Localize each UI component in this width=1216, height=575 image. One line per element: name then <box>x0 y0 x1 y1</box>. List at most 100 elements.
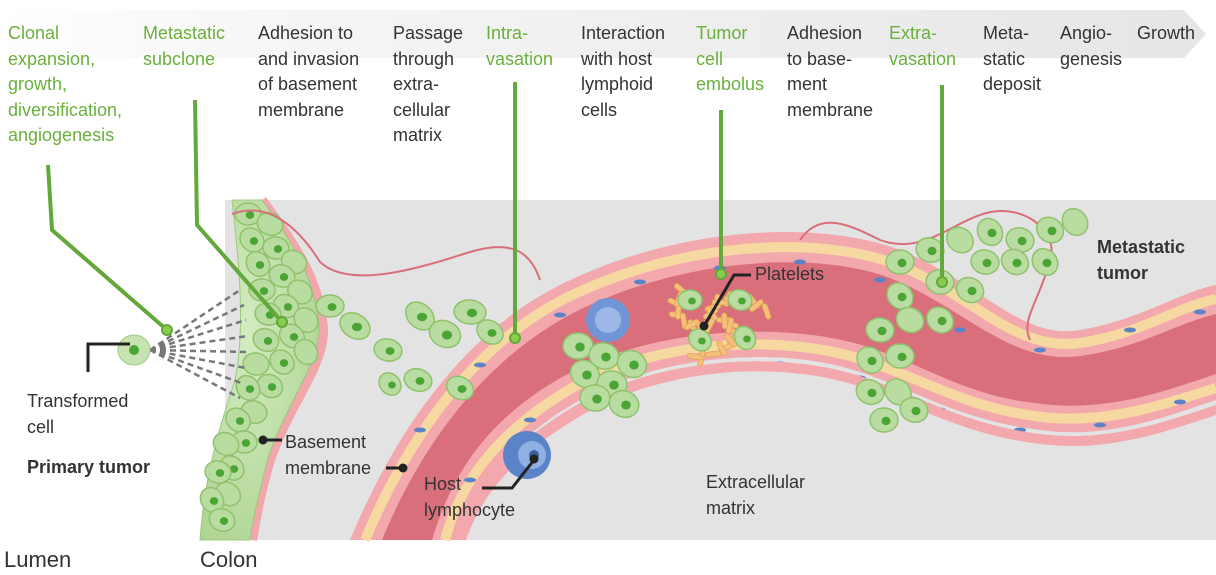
tumor-cell <box>225 407 251 433</box>
tumor-cell <box>885 343 915 369</box>
label-extracellular-matrix: Extracellular matrix <box>706 472 806 518</box>
endothelial-nucleus <box>874 277 886 283</box>
tumor-cell <box>339 312 371 340</box>
platelet <box>724 333 738 348</box>
leader-endpoints <box>161 268 948 344</box>
tumor-cell <box>926 306 954 334</box>
platelet <box>686 352 704 361</box>
transformed-cell <box>117 334 151 366</box>
leader-host-lymphocyte <box>482 459 536 490</box>
step-leader-lines <box>46 82 944 336</box>
tumor-cell <box>428 319 462 349</box>
tumor-cell <box>976 217 1004 247</box>
tumor-cell <box>378 372 402 396</box>
platelet <box>721 312 728 330</box>
migrating-tumor-cells <box>315 294 504 401</box>
label-leader-dots <box>258 321 709 473</box>
tumor-cell <box>895 306 925 334</box>
platelet <box>761 303 772 320</box>
tumor-cell <box>404 301 436 331</box>
progression-arrow <box>0 10 1206 58</box>
platelet <box>749 299 764 312</box>
tumor-cell <box>234 202 262 226</box>
tumor-cell <box>855 378 885 406</box>
endothelial-nucleus <box>1094 422 1106 428</box>
endothelial-nucleus <box>634 279 646 285</box>
tumor-cell <box>856 346 884 374</box>
endothelial-nucleus <box>524 417 536 423</box>
endothelial-nucleus <box>954 327 966 333</box>
tumor-cell <box>453 299 487 325</box>
tumor-cell <box>955 276 985 304</box>
tumor-cell <box>885 249 915 275</box>
tumor-cell <box>245 250 271 278</box>
tumor-cell <box>608 389 640 419</box>
endothelial-nucleus <box>464 477 476 483</box>
tumor-cell <box>970 249 1000 275</box>
platelet <box>684 319 700 331</box>
step-clonal-expansion: Clonal expansion, growth, diversificatio… <box>8 23 123 145</box>
tumor-cell <box>256 373 284 399</box>
tumor-cell <box>242 352 270 376</box>
tumor-cell <box>945 226 975 254</box>
step-extravasation: Extra- vasation <box>889 23 957 69</box>
tumor-cell <box>1031 248 1059 276</box>
step-metastatic-subclone: Metastatic subclone <box>143 23 226 69</box>
tumor-cell <box>733 325 757 351</box>
endothelial-nucleus <box>1124 327 1136 333</box>
tumor-cell <box>293 338 319 366</box>
tumor-cell <box>1035 216 1065 244</box>
label-transformed-cell: Transformed cell <box>27 391 129 437</box>
endothelial-nucleus <box>474 362 486 368</box>
leader-metastatic-subclone <box>193 99 284 324</box>
metastatic-tumor-cells <box>855 207 1089 433</box>
label-metastatic-tumor: Metastatic tumor <box>1097 237 1186 283</box>
tumor-cell <box>235 374 261 402</box>
step-angiogenesis: Angio- genesis <box>1060 23 1123 69</box>
step-adhesion-invasion: Adhesion to and invasion of basement mem… <box>258 23 360 120</box>
leader-transformed-cell <box>86 342 130 372</box>
tumor-cell <box>1061 207 1089 237</box>
label-colon: Colon <box>200 547 258 572</box>
label-primary-tumor: Primary tumor <box>27 457 151 477</box>
vessel-basement-band-top <box>360 242 1216 542</box>
lymphocyte-in-vessel <box>586 298 630 342</box>
tumor-cell <box>252 327 280 353</box>
tumor-cell <box>869 407 899 433</box>
step-intravasation: Intra- vasation <box>486 23 554 69</box>
tumor-cell <box>208 507 236 533</box>
step-adhesion-basement: Adhesion to base- ment membrane <box>787 23 874 120</box>
tumor-cell <box>212 431 240 457</box>
tumor-cell <box>688 328 712 352</box>
leader-clonal <box>46 164 169 332</box>
tumor-cell <box>315 294 345 318</box>
endothelial-nucleus <box>554 312 566 318</box>
tumor-cell <box>262 236 290 260</box>
tumor-embolus <box>562 332 648 419</box>
step-tumor-embolus: Tumor cell embolus <box>696 23 765 94</box>
endothelial-nucleus <box>1194 309 1206 315</box>
tumor-cell <box>727 288 753 312</box>
tumor-cell <box>373 338 403 362</box>
tumor-cell <box>445 375 475 401</box>
step-passage-ecm: Passage through extra- cellular matrix <box>393 23 464 145</box>
step-host-interaction: Interaction with host lymphoid cells <box>581 23 666 120</box>
tumor-cell <box>616 349 648 379</box>
tumor-cell <box>269 349 295 375</box>
transformed-cell-rays <box>149 288 249 400</box>
tumor-cell <box>204 460 232 484</box>
tumor-cell <box>886 282 914 310</box>
endothelial-nucleus <box>1034 347 1046 353</box>
capillary-upper <box>231 209 541 281</box>
endothelial-nucleus <box>1174 399 1186 405</box>
leader-platelets <box>702 273 751 327</box>
tumor-cell <box>256 211 284 237</box>
tumor-cell <box>239 227 265 253</box>
platelet <box>716 340 727 357</box>
label-platelets: Platelets <box>755 264 825 284</box>
tumor-cell <box>476 319 504 345</box>
primary-tumor-cells <box>199 202 319 533</box>
label-basement-membrane: Basement membrane <box>285 432 372 478</box>
endothelial-nucleus <box>414 427 426 433</box>
step-metastatic-deposit: Meta- static deposit <box>983 23 1042 94</box>
